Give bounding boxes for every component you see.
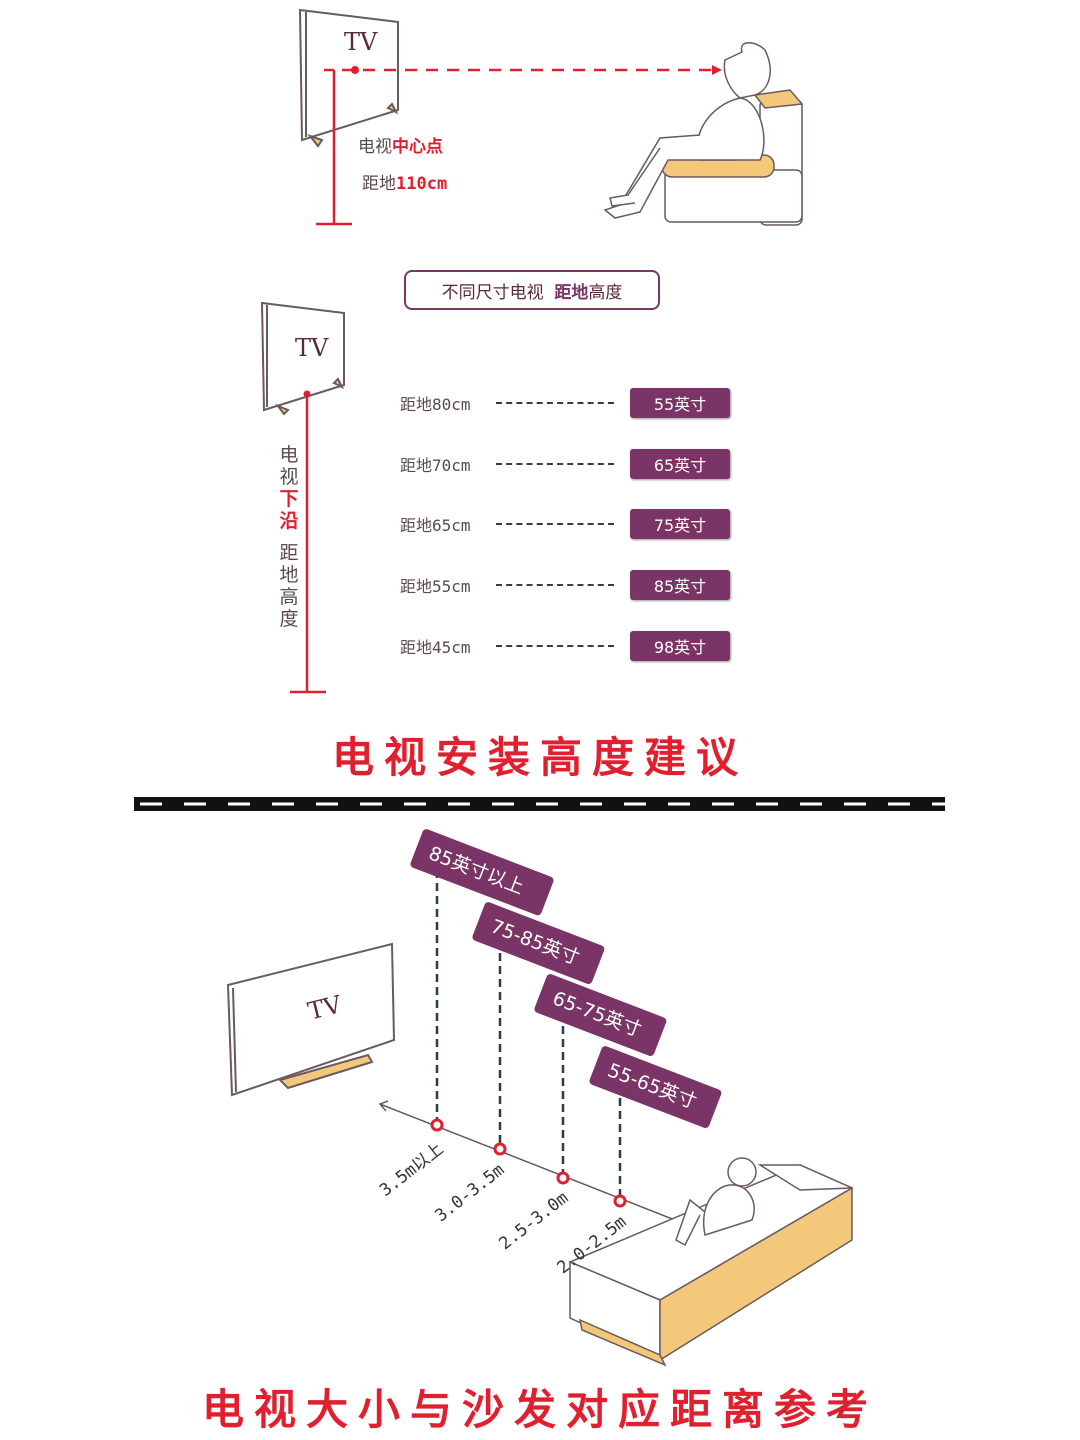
title-part-2: 距地	[554, 282, 589, 303]
title-part-3: 高度	[588, 282, 623, 303]
seated-person-illustration	[603, 42, 804, 226]
section-divider	[134, 797, 945, 811]
tv-label: TV	[344, 28, 378, 56]
row-dash	[496, 645, 614, 647]
distance-axis	[378, 870, 681, 1223]
row-size-badge: 75英寸	[630, 509, 730, 539]
height-row: 距地70cm 65英寸	[400, 449, 730, 479]
height-label-plain: 距地	[362, 174, 396, 194]
vertical-label: 电视 下沿 距地高度	[278, 444, 300, 630]
distance-marker	[556, 1171, 570, 1185]
center-label-plain: 电视	[358, 137, 392, 157]
row-size-badge: 55英寸	[630, 388, 730, 418]
vertical-label-2: 下沿	[279, 488, 299, 532]
size-distance-heading: 电视大小与沙发对应距离参考	[201, 1385, 878, 1434]
row-size-badge: 65英寸	[630, 449, 730, 479]
tv-illustration-middle	[260, 301, 345, 416]
row-distance: 距地70cm	[400, 456, 471, 475]
distance-marker	[493, 1142, 507, 1156]
distance-marker	[613, 1194, 627, 1208]
vertical-label-3: 距地高度	[279, 542, 299, 630]
center-height-label: 距地110cm	[362, 169, 447, 194]
height-row: 距地55cm 85英寸	[400, 570, 730, 600]
tv-label: TV	[295, 334, 329, 362]
height-row: 距地45cm 98英寸	[400, 631, 730, 661]
tv-illustration-bottom	[226, 942, 396, 1097]
row-distance: 距地55cm	[400, 577, 471, 596]
bottom-edge-height-line	[290, 390, 326, 694]
center-point-label: 电视中心点	[358, 132, 443, 157]
row-dash	[496, 463, 614, 465]
size-height-title-box: 不同尺寸电视 距地高度	[404, 270, 660, 310]
title-part-1: 不同尺寸电视	[441, 282, 544, 303]
row-distance: 距地45cm	[400, 638, 471, 657]
row-dash	[496, 402, 614, 404]
height-label-bold: 110cm	[396, 174, 448, 194]
sofa-illustration	[568, 1157, 854, 1367]
row-distance: 距地80cm	[400, 395, 471, 414]
row-dash	[496, 523, 614, 525]
row-distance: 距地65cm	[400, 516, 471, 535]
height-row: 距地65cm 75英寸	[400, 509, 730, 539]
height-row: 距地80cm 55英寸	[400, 388, 730, 418]
row-size-badge: 85英寸	[630, 570, 730, 600]
vertical-label-1: 电视	[279, 444, 299, 488]
row-dash	[496, 584, 614, 586]
tv-illustration-top	[298, 8, 399, 148]
install-height-heading: 电视安装高度建议	[331, 733, 748, 782]
distance-marker	[430, 1118, 444, 1132]
row-size-badge: 98英寸	[630, 631, 730, 661]
center-label-bold: 中心点	[392, 137, 443, 157]
center-height-line	[316, 65, 722, 226]
